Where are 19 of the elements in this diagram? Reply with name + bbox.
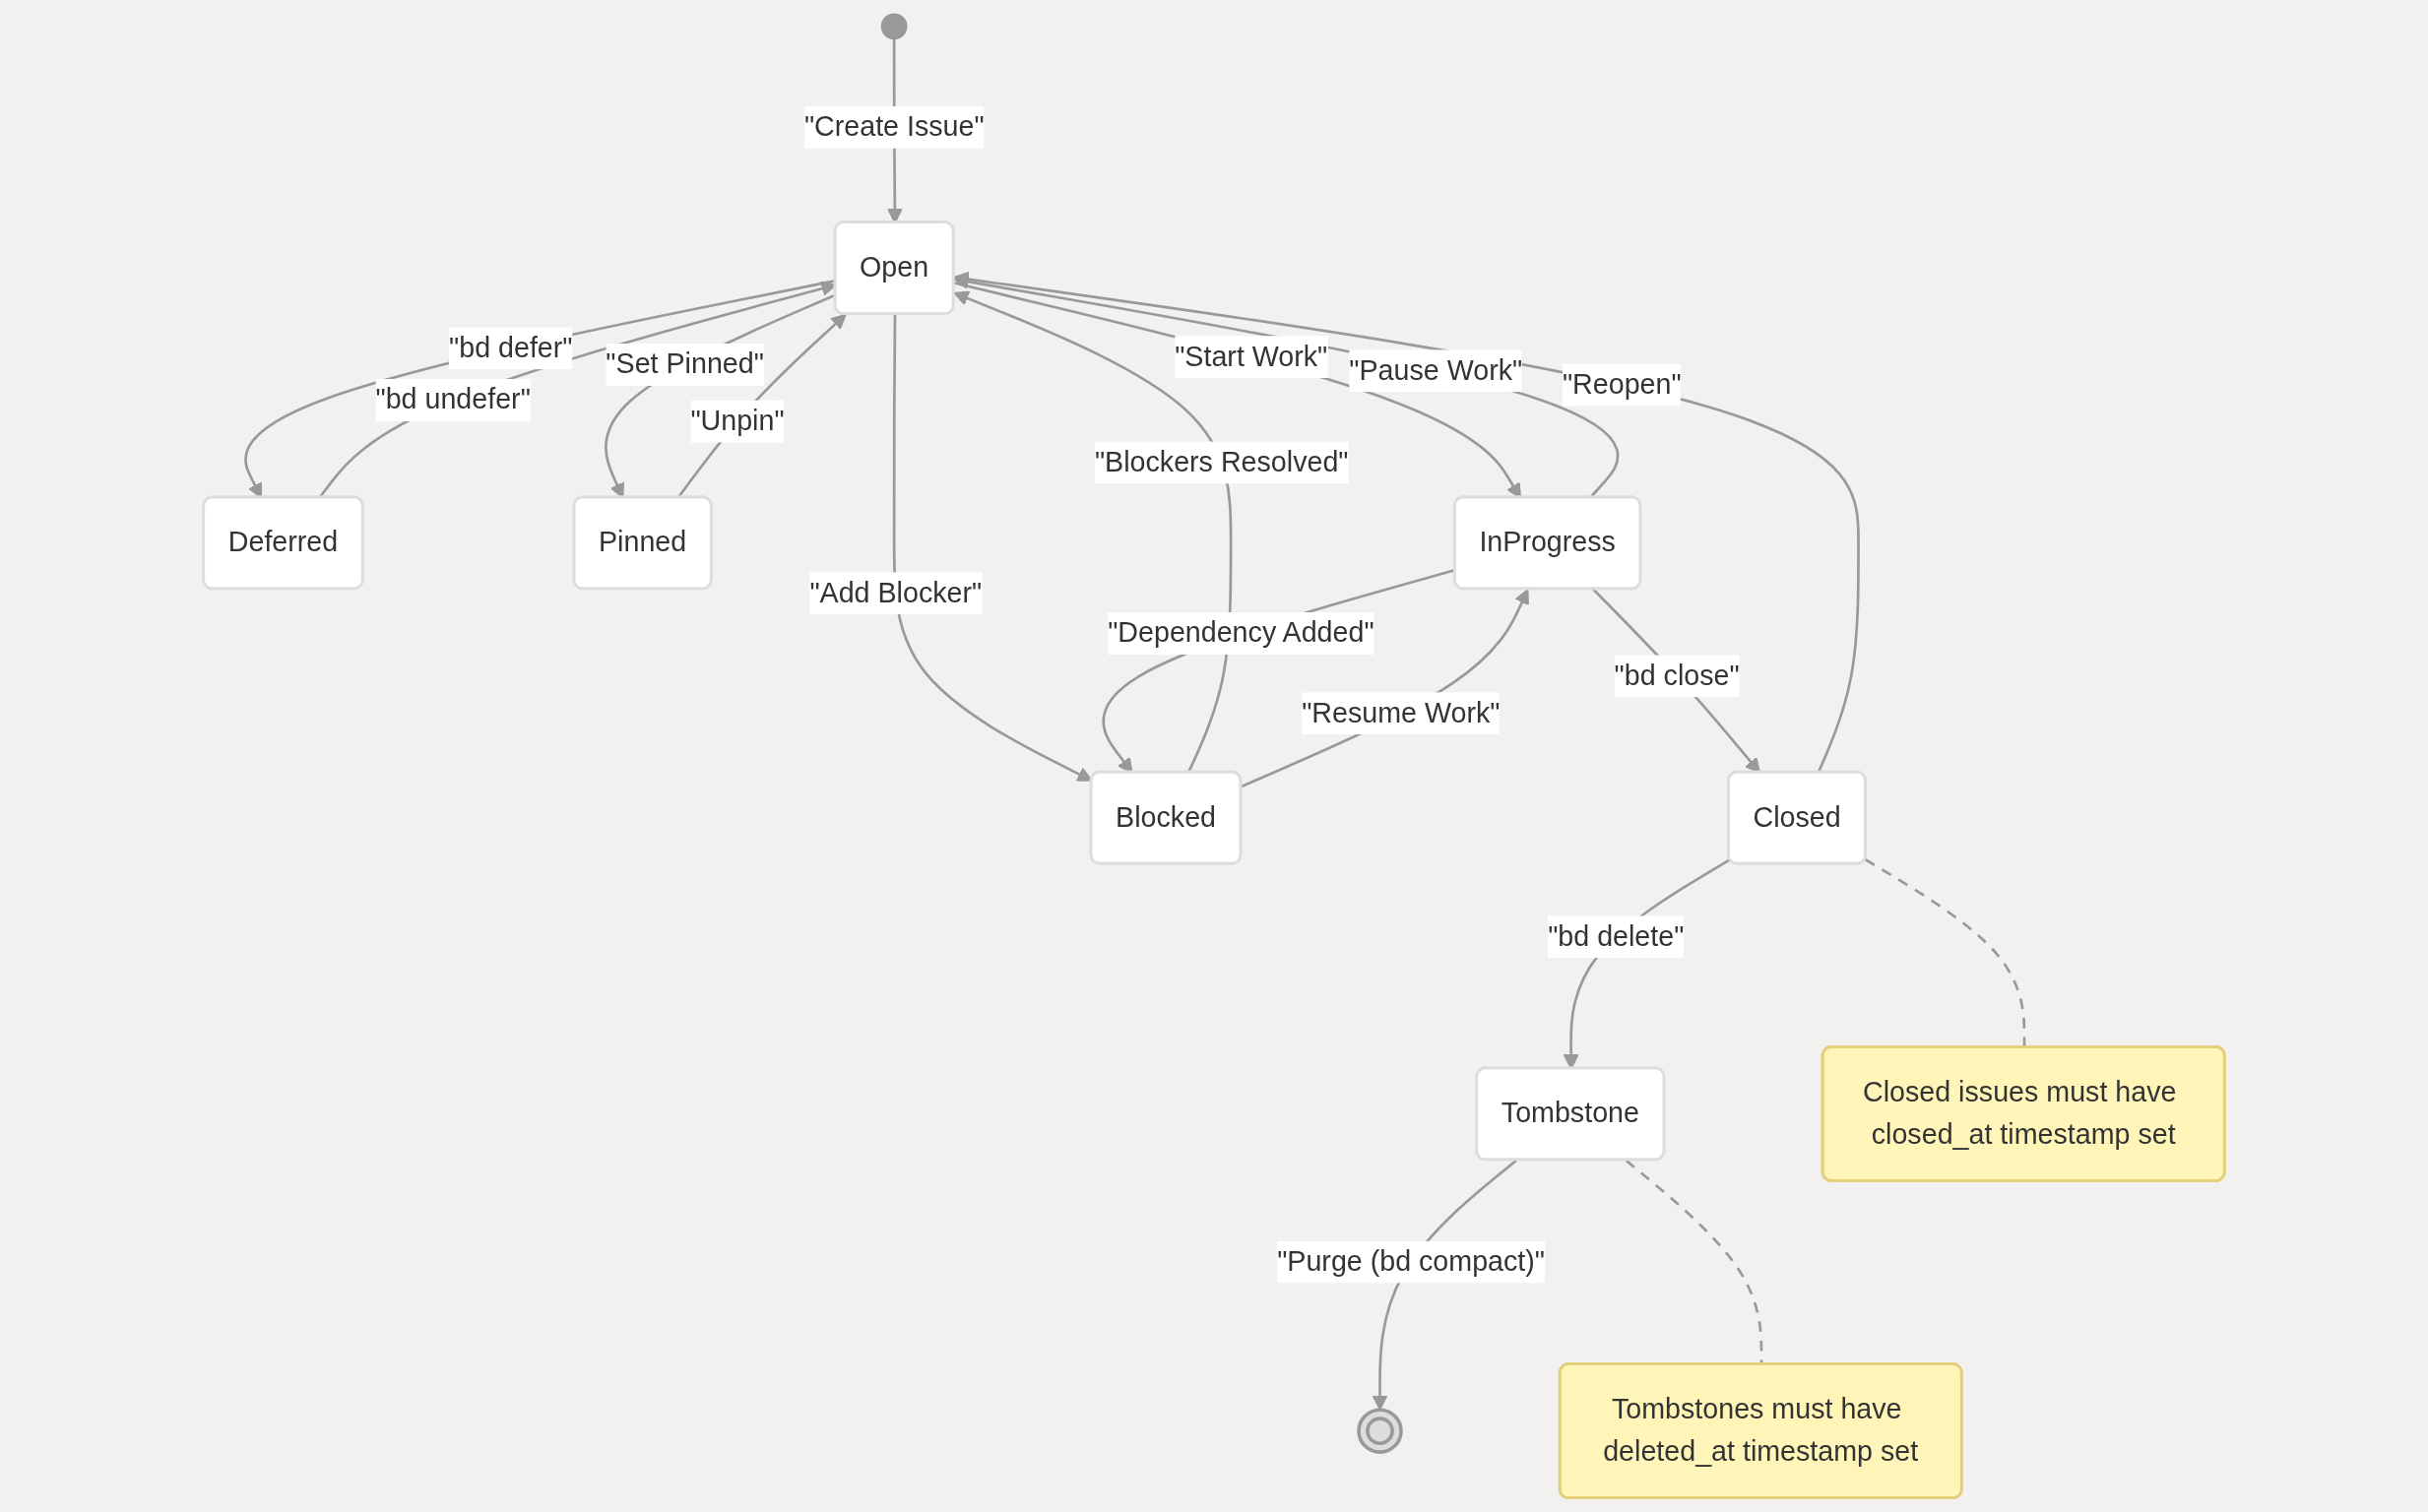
edge-label: "Dependency Added" (1108, 617, 1374, 648)
edge-label: "bd close" (1614, 660, 1740, 691)
edge-label: "Blockers Resolved" (1094, 446, 1349, 477)
edge-label: "Create Issue" (803, 111, 985, 142)
edge-label: "Set Pinned" (606, 348, 764, 379)
arrow (892, 314, 1093, 782)
edge-label: "Start Work" (1175, 341, 1328, 371)
edge-label: "bd undefer" (375, 384, 531, 414)
node-circle (1357, 1408, 1403, 1454)
edge-label: "Add Blocker" (809, 577, 983, 608)
node-circle (880, 13, 908, 40)
edge-label: "Pause Work" (1349, 354, 1523, 386)
edge-label: "Resume Work" (1302, 697, 1501, 728)
edge-label: "Reopen" (1562, 368, 1682, 400)
edge-label: "Unpin" (690, 406, 785, 436)
edge-label: "bd defer" (449, 332, 573, 363)
edge-label: "bd delete" (1548, 920, 1685, 952)
edge-label: "Purge (bd compact)" (1277, 1246, 1546, 1277)
arrow (1241, 589, 1529, 788)
